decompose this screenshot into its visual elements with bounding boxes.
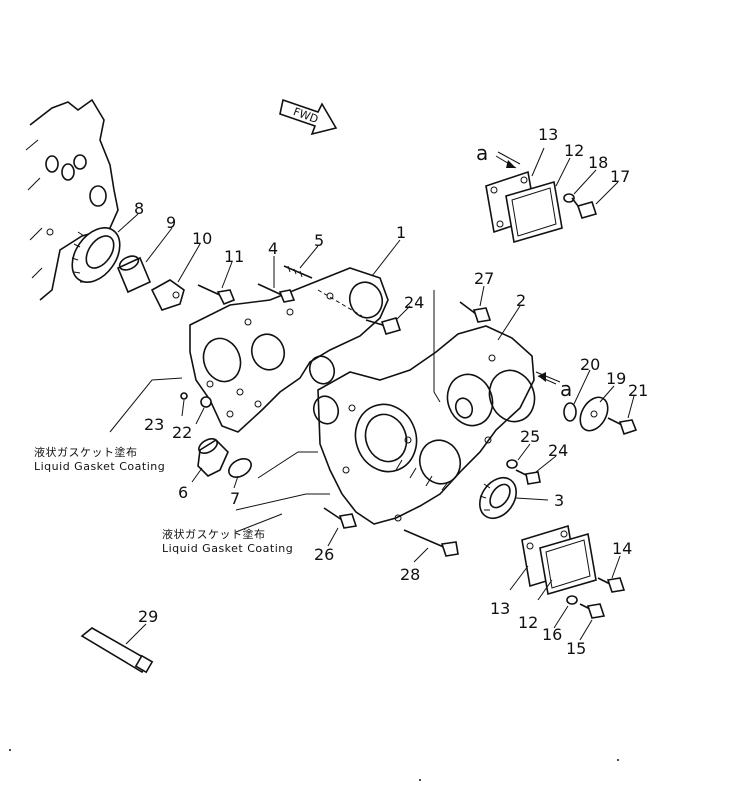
bolt-part-14 <box>597 577 626 593</box>
gasket-note-left: 液状ガスケット塗布 Liquid Gasket Coating <box>34 445 165 473</box>
gasket-note-left-jp: 液状ガスケット塗布 <box>34 445 138 459</box>
leader-lines <box>109 147 635 645</box>
bolt-part-15 <box>579 603 606 619</box>
label-part-10: 10 <box>192 229 212 248</box>
label-part-13-top: 13 <box>538 125 558 144</box>
label-part-5: 5 <box>314 231 324 250</box>
bolt-part-24-lower <box>515 469 541 485</box>
label-part-12-top: 12 <box>564 141 584 160</box>
cover-part-19 <box>579 396 609 432</box>
label-part-25: 25 <box>520 427 540 446</box>
washer-part-23 <box>180 392 188 400</box>
label-part-24-lower: 24 <box>548 441 568 460</box>
speck <box>419 779 421 781</box>
fwd-direction-arrow: FWD <box>279 98 338 136</box>
label-part-29: 29 <box>138 607 158 626</box>
label-part-23: 23 <box>144 415 164 434</box>
o-ring-part-20 <box>563 402 577 422</box>
bolt-part-4 <box>257 283 296 303</box>
bolt-part-26 <box>323 507 358 529</box>
front-cover-part-2 <box>312 325 536 525</box>
bolt-part-21 <box>607 417 638 436</box>
label-part-26: 26 <box>314 545 334 564</box>
gasket-note-center-en: Liquid Gasket Coating <box>162 542 293 555</box>
stud-part-5 <box>283 265 313 279</box>
label-part-20: 20 <box>580 355 600 374</box>
washer-part-18 <box>563 193 575 203</box>
label-part-8: 8 <box>134 199 144 218</box>
shaft-part-10 <box>150 279 185 311</box>
callout-arrow-right <box>537 372 557 385</box>
label-part-17: 17 <box>610 167 630 186</box>
cover-plate-parts-12-13-top <box>485 170 563 244</box>
part-number-labels: 8 9 10 11 4 5 1 24 27 2 13 12 18 17 20 1… <box>134 125 648 658</box>
washer-part-16 <box>566 595 578 605</box>
label-part-12-bottom: 12 <box>518 613 538 632</box>
gasket-tube-part-29 <box>80 627 154 674</box>
label-part-7: 7 <box>230 489 240 508</box>
gasket-plate-part-1 <box>189 267 389 433</box>
label-part-14: 14 <box>612 539 632 558</box>
engine-block-fragment <box>25 98 119 301</box>
label-part-22: 22 <box>172 423 192 442</box>
label-part-6: 6 <box>178 483 188 502</box>
gear-part-8 <box>71 227 121 283</box>
callout-letter-right: a <box>560 377 572 401</box>
cap-part-6 <box>197 437 229 477</box>
label-part-4: 4 <box>268 239 278 258</box>
bolt-part-24-upper <box>365 317 402 335</box>
label-part-1: 1 <box>396 223 406 242</box>
gasket-note-center: 液状ガスケット塗布 Liquid Gasket Coating <box>162 527 293 555</box>
label-part-3: 3 <box>554 491 564 510</box>
label-part-16: 16 <box>542 625 562 644</box>
gasket-note-center-jp: 液状ガスケット塗布 <box>162 527 266 541</box>
speck <box>617 759 619 761</box>
cover-plate-parts-12-13-bottom <box>521 524 597 596</box>
o-ring-part-7 <box>228 458 252 478</box>
washer-part-25 <box>506 459 518 469</box>
label-part-18: 18 <box>588 153 608 172</box>
label-part-19: 19 <box>606 369 626 388</box>
label-part-28: 28 <box>400 565 420 584</box>
label-part-11: 11 <box>224 247 244 266</box>
label-part-21: 21 <box>628 381 648 400</box>
speck <box>9 749 11 751</box>
gasket-note-left-en: Liquid Gasket Coating <box>34 460 165 473</box>
label-part-13-bottom: 13 <box>490 599 510 618</box>
callout-letter-top: a <box>476 141 488 165</box>
plug-part-22 <box>200 396 212 408</box>
label-part-27: 27 <box>474 269 494 288</box>
bolt-part-28 <box>403 529 459 557</box>
bolt-part-27 <box>459 301 492 323</box>
bolt-part-11 <box>197 284 236 306</box>
oil-seal-part-3 <box>479 476 517 520</box>
label-part-9: 9 <box>166 213 176 232</box>
bushing-part-9 <box>116 255 152 294</box>
label-part-15: 15 <box>566 639 586 658</box>
bolt-part-17 <box>571 197 598 219</box>
callout-arrow-top <box>495 155 517 169</box>
label-part-24-upper: 24 <box>404 293 424 312</box>
label-part-2: 2 <box>516 291 526 310</box>
